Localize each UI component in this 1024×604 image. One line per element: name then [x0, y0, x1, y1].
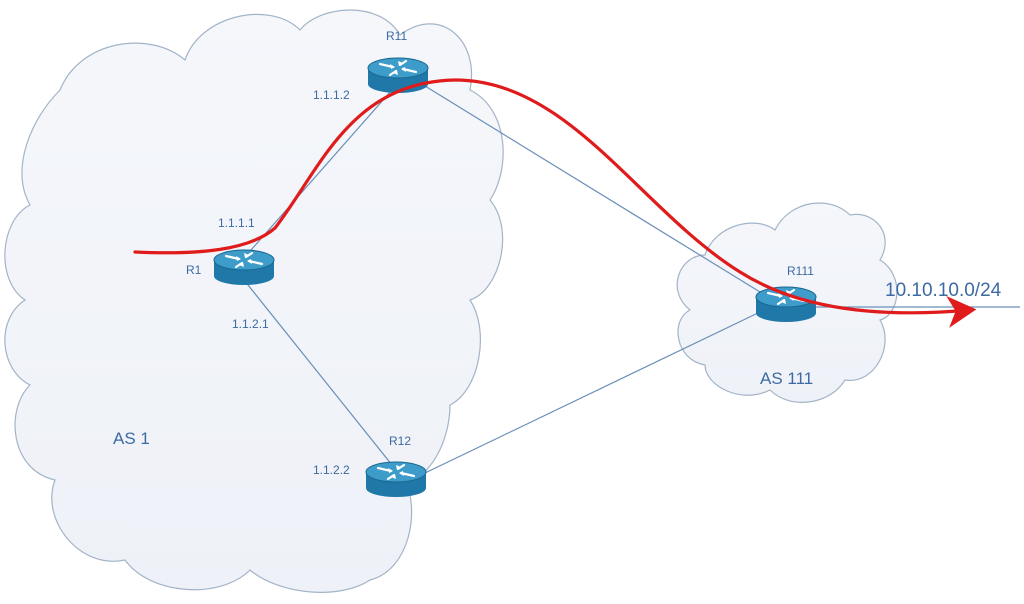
- router-r11: [366, 56, 430, 95]
- link-r11-r111: [424, 85, 761, 293]
- link-r1-r12: [243, 279, 397, 471]
- link-r1-r11: [243, 82, 399, 259]
- as1-cloud: [4, 9, 504, 593]
- router-r111: [754, 285, 818, 324]
- router-r111-name: R111: [787, 264, 814, 278]
- as111-label: AS 111: [760, 369, 813, 388]
- link-r12-r111: [424, 311, 761, 474]
- r12-interface-ip: 1.1.2.2: [313, 463, 350, 477]
- r1-interface-ip-2: 1.1.2.1: [232, 317, 269, 331]
- router-r1: [212, 248, 276, 287]
- router-r12-name: R12: [389, 434, 411, 448]
- router-r1-name: R1: [186, 263, 202, 277]
- r1-interface-ip-1: 1.1.1.1: [218, 216, 255, 230]
- router-r11-name: R11: [386, 29, 407, 43]
- as1-label: AS 1: [113, 429, 150, 448]
- destination-prefix-label: 10.10.10.0/24: [885, 280, 1002, 301]
- router-r12: [364, 460, 428, 499]
- route-path-arrow: [133, 78, 977, 328]
- r11-interface-ip: 1.1.1.2: [313, 88, 350, 102]
